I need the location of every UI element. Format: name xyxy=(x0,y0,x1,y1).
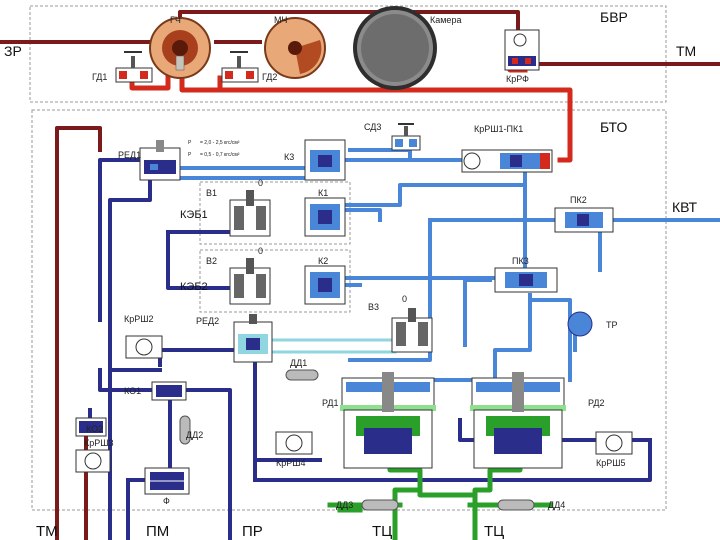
red1-regulator xyxy=(139,140,181,181)
label-o2: 0 xyxy=(258,246,263,256)
dd2-choke xyxy=(179,415,191,445)
keb2-frame xyxy=(199,249,351,313)
rd1-relay-valve xyxy=(340,372,436,469)
label-gd2: ГД2 xyxy=(262,72,277,82)
krsh3-valve xyxy=(75,449,111,473)
label-zr: ЗР xyxy=(4,43,22,59)
label-rd2: РД2 xyxy=(588,398,605,408)
label-pk2: ПК2 xyxy=(570,195,587,205)
krsh2-valve xyxy=(125,335,163,359)
label-krsh4: КрРШ4 xyxy=(276,458,306,468)
gch-gauge xyxy=(149,17,211,79)
bvr-block-frame xyxy=(29,5,667,103)
dark-red-lines xyxy=(0,10,720,540)
label-dd2: ДД2 xyxy=(186,430,203,440)
label-v1: В1 xyxy=(206,188,217,198)
sd3-valve xyxy=(391,123,421,151)
label-tc-right: ТЦ xyxy=(484,523,504,540)
krsh5-valve xyxy=(595,431,633,455)
label-krsh5: КрРШ5 xyxy=(596,458,626,468)
navy-lines xyxy=(88,158,652,540)
label-o3: 0 xyxy=(402,294,407,304)
k3-valve xyxy=(304,139,346,181)
label-gch: ГЧ xyxy=(170,15,181,25)
label-krsh1-pk1: КрРШ1-ПК1 xyxy=(474,124,523,134)
label-mch: МЧ xyxy=(274,15,287,25)
label-tm-right: ТМ xyxy=(676,43,696,59)
label-gd1: ГД1 xyxy=(92,72,107,82)
dd4-choke xyxy=(497,499,535,511)
label-k2: К2 xyxy=(318,256,328,266)
label-bto: БТО xyxy=(600,119,627,135)
label-tm-bottom: ТМ xyxy=(36,523,58,540)
label-krsh2: КрРШ2 xyxy=(124,314,154,324)
ko2-valve xyxy=(75,417,107,437)
kamera-chamber xyxy=(353,6,437,90)
gd2-valve xyxy=(221,51,259,83)
f-filter xyxy=(144,467,190,495)
v3-valve xyxy=(391,308,433,353)
mch-gauge xyxy=(264,17,326,79)
label-k1: К1 xyxy=(318,188,328,198)
label-ko2: КО2 xyxy=(86,424,103,434)
label-p-eq1-val: = 2,0 - 2,5 кгс/см² xyxy=(200,140,240,146)
label-k3: К3 xyxy=(284,152,294,162)
dd1-choke xyxy=(285,369,319,381)
label-bvr: БВР xyxy=(600,9,628,25)
keb1-frame xyxy=(199,181,351,245)
label-rd1: РД1 xyxy=(322,398,339,408)
ko1-valve xyxy=(151,381,187,401)
label-p-eq2-val: = 0,5 - 0,7 кгс/см² xyxy=(200,152,240,158)
label-p-eq2: P xyxy=(188,152,192,158)
cyan-lines xyxy=(260,338,397,354)
label-red1: РЕД1 xyxy=(118,150,141,160)
label-kvt: КВТ xyxy=(672,199,698,215)
label-o1: 0 xyxy=(258,178,263,188)
label-dd4: ДД4 xyxy=(548,500,565,510)
label-dd1: ДД1 xyxy=(290,358,307,368)
label-f: Ф xyxy=(163,496,170,506)
label-dd3: ДД3 xyxy=(336,500,353,510)
pk2-valve xyxy=(554,207,614,233)
krsh1-pk1-valve xyxy=(461,149,553,173)
pk3-valve xyxy=(494,267,558,293)
label-p-eq1: P xyxy=(188,140,192,146)
tr-reservoir xyxy=(567,311,593,337)
label-v3: В3 xyxy=(368,302,379,312)
label-pm: ПМ xyxy=(146,523,169,540)
label-pk3: ПК3 xyxy=(512,256,529,266)
label-krsh3: КрРШ3 xyxy=(84,438,114,448)
label-sd3: СД3 xyxy=(364,122,381,132)
label-tc-left: ТЦ xyxy=(372,523,392,540)
rd2-relay-valve xyxy=(470,372,566,469)
keb1-valves xyxy=(229,190,346,237)
label-pr: ПР xyxy=(242,523,263,540)
label-keb1: КЭБ1 xyxy=(180,209,208,221)
label-krrf: КрРФ xyxy=(506,74,529,84)
krsh4-valve xyxy=(275,431,313,455)
label-red2: РЕД2 xyxy=(196,316,219,326)
label-tr: ТР xyxy=(606,320,618,330)
krrf-valve xyxy=(504,29,540,71)
label-kamera: Камера xyxy=(430,15,461,25)
dd3-choke xyxy=(361,499,399,511)
label-keb2: КЭБ2 xyxy=(180,281,208,293)
label-v2: В2 xyxy=(206,256,217,266)
gd1-valve xyxy=(115,51,153,83)
red2-regulator xyxy=(233,314,273,363)
label-ko1: КО1 xyxy=(124,386,141,396)
keb2-valves xyxy=(229,258,346,305)
